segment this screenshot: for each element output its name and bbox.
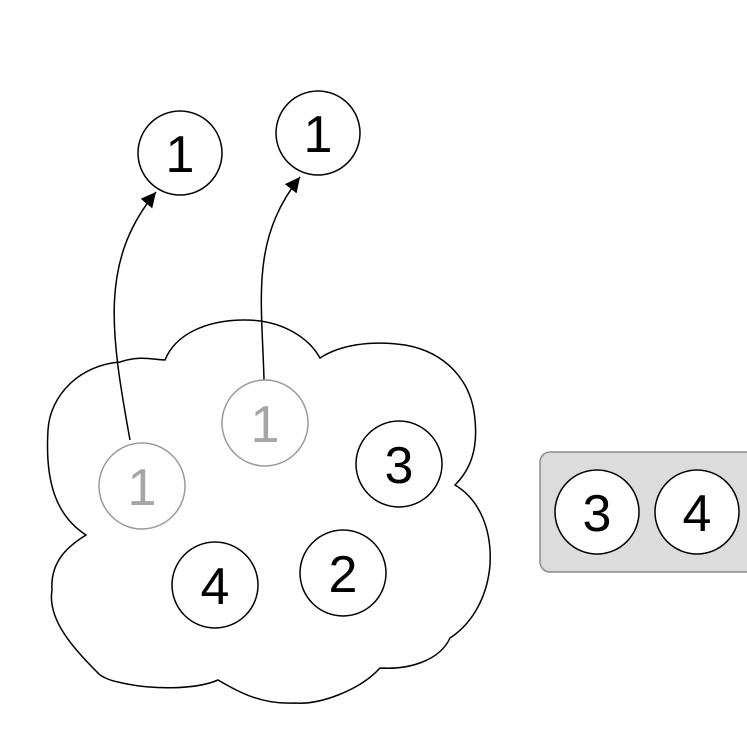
extracted-node: 1 (275, 90, 361, 176)
queue-node: 3 (554, 469, 640, 555)
cloud-node: 4 (171, 541, 259, 629)
cloud-node-label: 4 (201, 558, 230, 616)
extraction-arrow-2 (260, 176, 301, 381)
cloud-node-label: 3 (385, 437, 414, 495)
queue-node-label: 3 (583, 485, 612, 543)
queue-node-label: 4 (683, 485, 712, 543)
queue-node: 4 (654, 469, 740, 555)
cloud-node-faded: 1 (98, 442, 186, 530)
cloud-node-label: 1 (251, 396, 280, 454)
cloud-node: 3 (355, 420, 443, 508)
cloud-shape (46, 319, 491, 704)
extracted-node-label: 1 (304, 106, 333, 164)
cloud-node-faded: 1 (221, 379, 309, 467)
cloud-node: 2 (299, 529, 387, 617)
cloud-node-label: 1 (128, 459, 157, 517)
extracted-node: 1 (137, 110, 223, 196)
extracted-node-label: 1 (166, 126, 195, 184)
extraction-arrow-1 (113, 191, 157, 441)
cloud-node-label: 2 (329, 546, 358, 604)
